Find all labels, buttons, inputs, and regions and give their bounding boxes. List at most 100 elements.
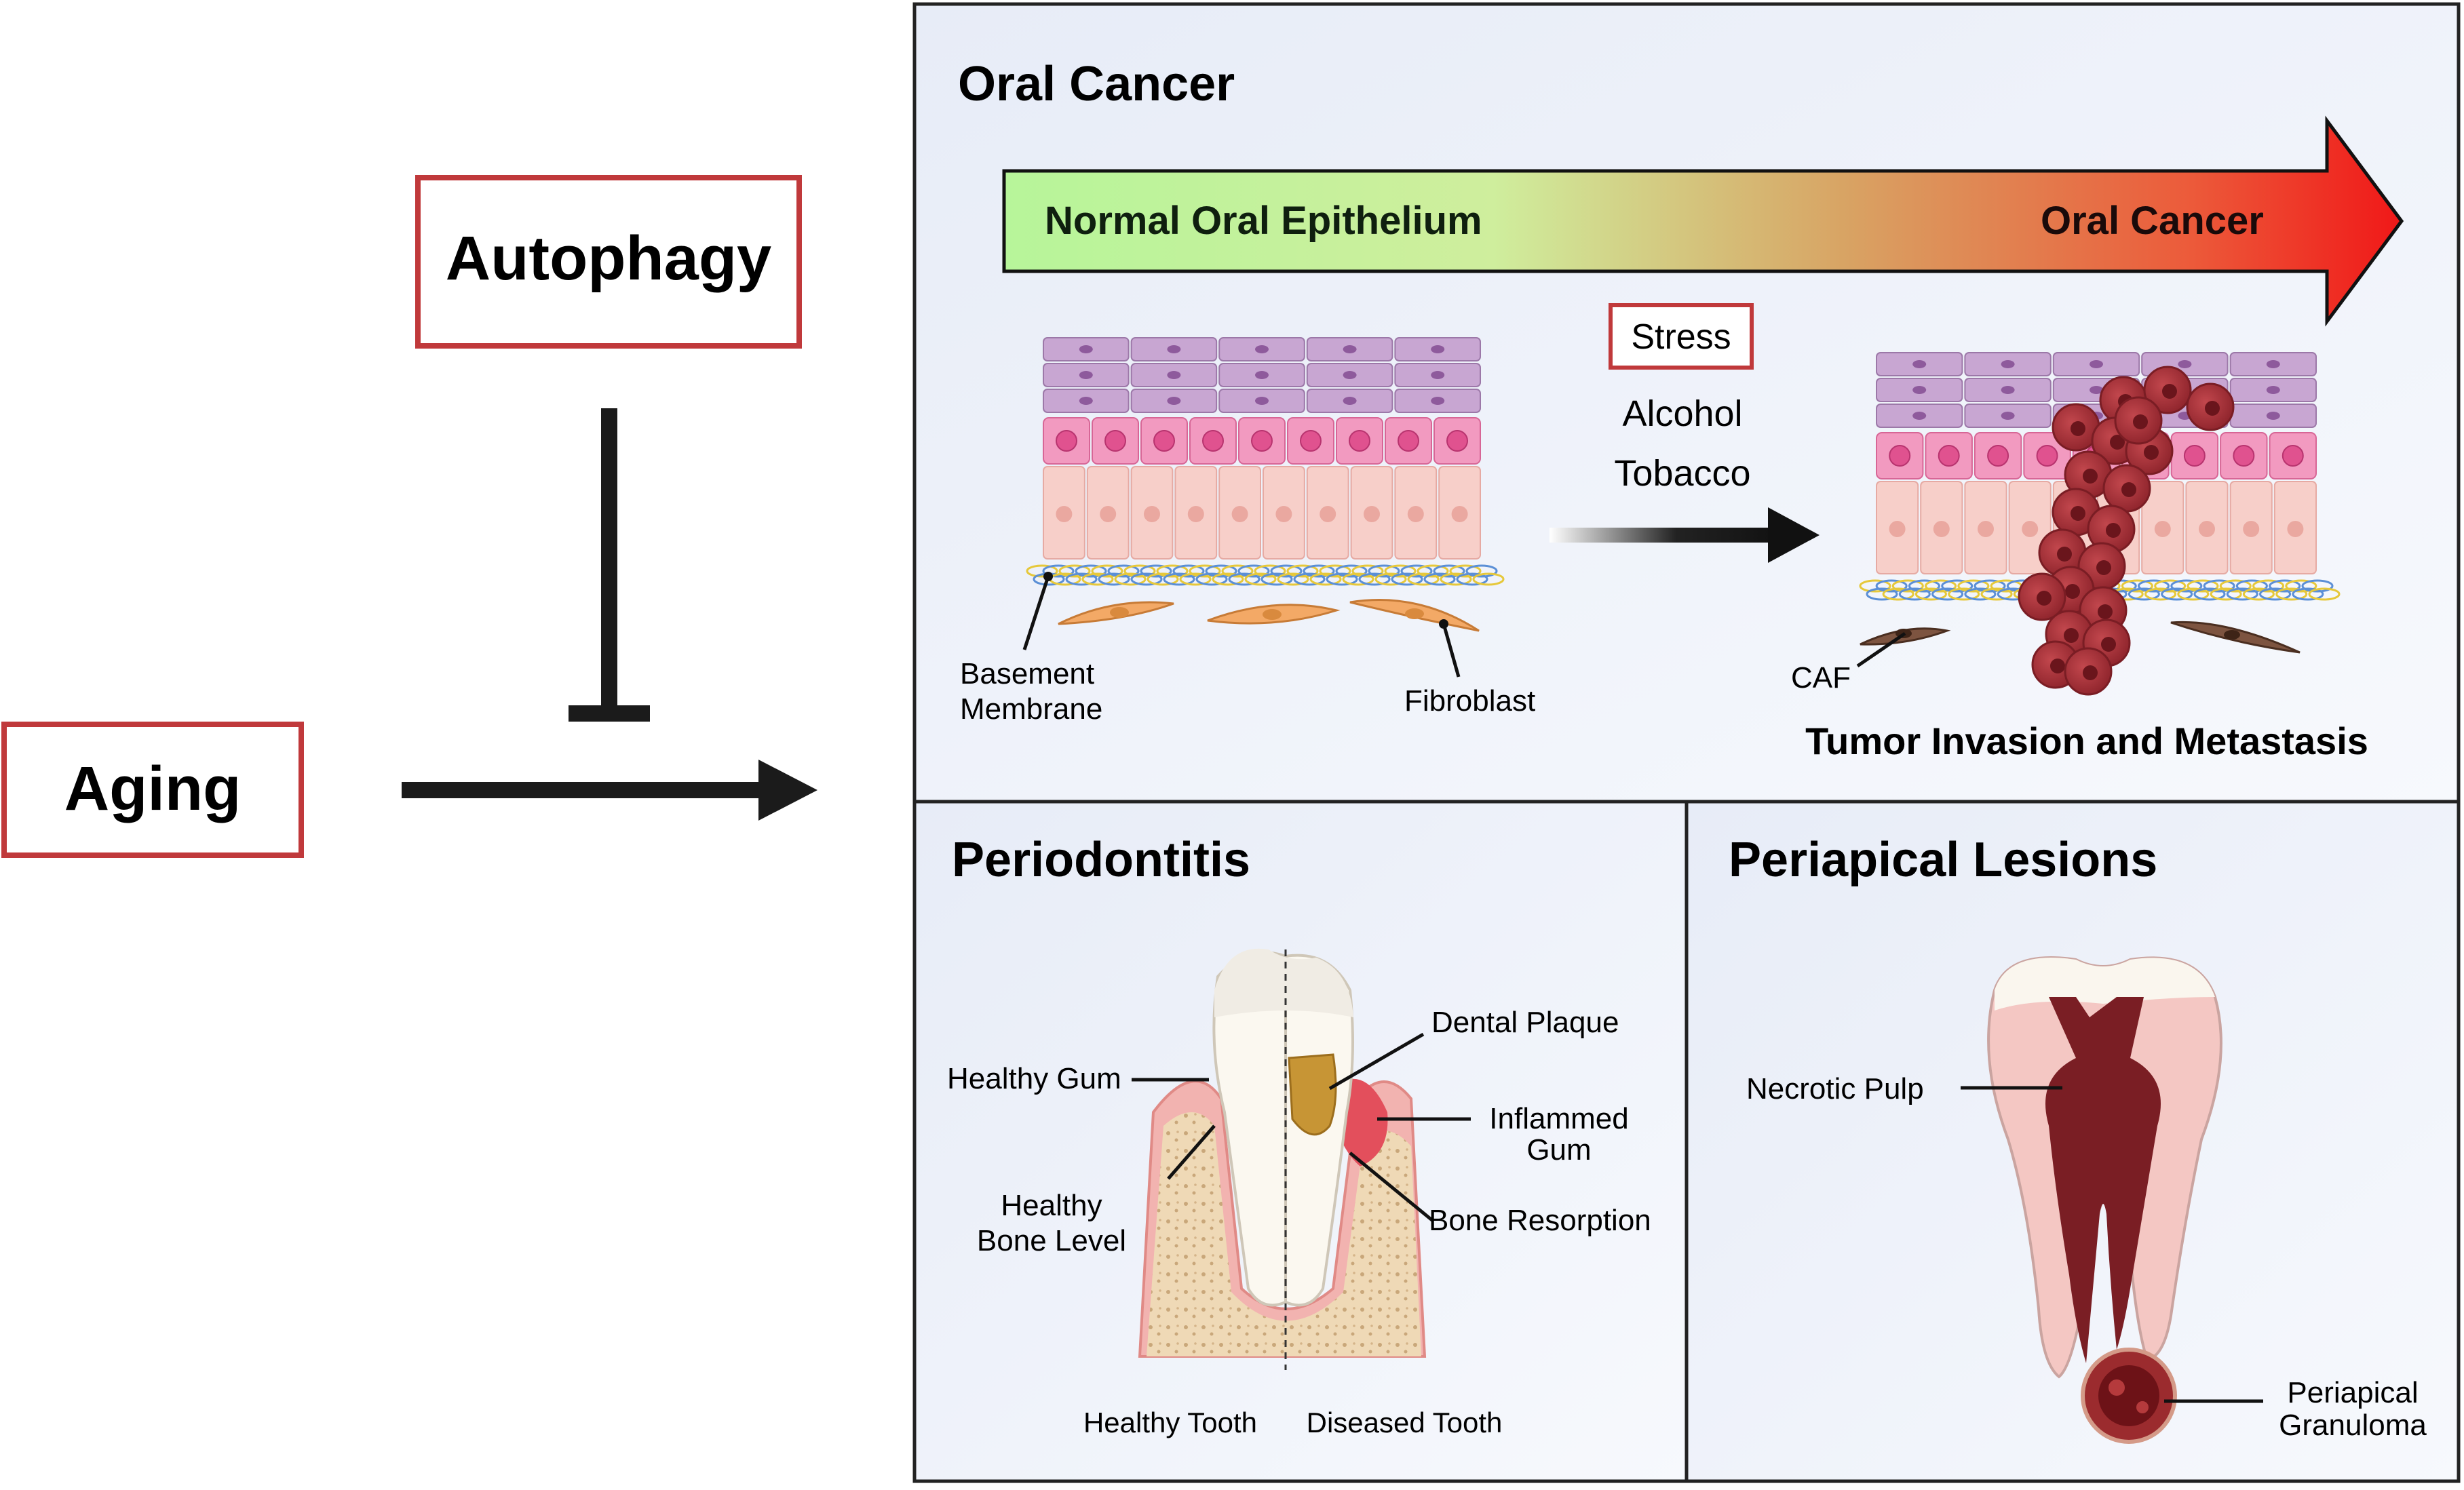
basal-cell	[1394, 466, 1438, 560]
basement-pointer	[1022, 576, 1050, 650]
stress-arrow	[1549, 507, 1820, 563]
purple-cell	[1876, 378, 1963, 402]
stress-label: Stress	[1631, 317, 1731, 357]
pink-cell	[1287, 417, 1334, 465]
aging-label: Aging	[64, 754, 242, 823]
purple-cell	[2052, 352, 2140, 376]
basal-cell	[1263, 466, 1305, 560]
purple-cell	[1394, 363, 1481, 387]
pink-cell	[2269, 432, 2317, 479]
pink-cell	[2220, 432, 2268, 479]
tumor-cells	[2018, 366, 2235, 696]
basal-cell	[1043, 466, 1085, 560]
pink-cell	[1876, 432, 1924, 479]
basal-cell	[1876, 481, 1919, 574]
alcohol-label: Alcohol	[1622, 393, 1742, 434]
healthy-bone-label-line1: Healthy	[1001, 1189, 1102, 1222]
healthy-tooth-label: Healthy Tooth	[1083, 1407, 1257, 1438]
purple-cell	[2229, 378, 2317, 402]
purple-cell	[1130, 337, 1218, 361]
healthy-bone-pointer	[1167, 1124, 1216, 1180]
inhibition-symbol	[569, 408, 650, 722]
purple-cell	[1964, 404, 2052, 428]
purple-cell	[1394, 337, 1481, 361]
basal-cell	[1218, 466, 1261, 560]
tumor-cell	[2018, 572, 2066, 621]
periapical-title: Periapical Lesions	[1729, 833, 2157, 887]
tumor-cell	[2114, 396, 2163, 445]
basal-cell	[2141, 481, 2184, 574]
diseased-tooth-label: Diseased Tooth	[1307, 1407, 1503, 1438]
dental-plaque-pointer	[1328, 1032, 1425, 1091]
necrotic-pulp-label: Necrotic Pulp	[1746, 1072, 1924, 1105]
pink-cell	[1433, 417, 1481, 465]
tumor-cell	[2087, 505, 2136, 553]
pink-cell	[2023, 432, 2071, 479]
purple-cell	[2229, 404, 2317, 428]
tumor-cell	[2031, 640, 2080, 689]
aging-box: Aging	[1, 722, 304, 858]
purple-cell	[1394, 389, 1481, 413]
oral-cancer-label: Oral Cancer	[2041, 199, 2264, 243]
tumor-invasion-label: Tumor Invasion and Metastasis	[1805, 720, 2368, 762]
caf-label: CAF	[1791, 661, 1851, 694]
normal-epithelium-label: Normal Oral Epithelium	[1045, 199, 1482, 243]
bone-resorption-label: Bone Resorption	[1429, 1204, 1651, 1237]
caf-pointer	[1856, 631, 1906, 668]
tumor-cell	[2186, 383, 2235, 431]
oral-cancer-title: Oral Cancer	[958, 57, 1235, 111]
granuloma-label-line2: Granuloma	[2279, 1409, 2427, 1442]
healthy-gum-label: Healthy Gum	[947, 1062, 1121, 1095]
progression-arrow: Normal Oral Epithelium Oral Cancer	[1002, 115, 2404, 327]
dental-plaque-label: Dental Plaque	[1431, 1006, 1619, 1039]
pink-cell	[2170, 432, 2219, 479]
purple-cell	[2229, 352, 2317, 376]
pink-cell	[1140, 417, 1188, 465]
inflamed-gum-label-line2: Gum	[1526, 1133, 1591, 1166]
periapical-tooth-illustration	[1987, 956, 2222, 1444]
tobacco-label: Tobacco	[1614, 453, 1750, 494]
pink-cell	[1974, 432, 2022, 479]
purple-cell	[1306, 363, 1393, 387]
basal-cell	[1086, 466, 1130, 560]
basal-cell	[2273, 481, 2317, 574]
purple-cell	[1218, 389, 1305, 413]
purple-cell	[1218, 363, 1305, 387]
purple-cell	[1130, 389, 1218, 413]
granuloma-label-line1: Periapical	[2287, 1376, 2418, 1409]
caf-cells	[1860, 621, 2301, 654]
purple-cell	[1218, 337, 1305, 361]
pink-cell	[1925, 432, 1973, 479]
fibroblast-label: Fibroblast	[1404, 684, 1535, 718]
basal-cell	[2185, 481, 2229, 574]
normal-epithelium-illustration	[1026, 337, 1505, 632]
pink-cell	[1092, 417, 1139, 465]
purple-cell	[1876, 404, 1963, 428]
pink-cell	[1189, 417, 1237, 465]
purple-cell	[1964, 352, 2052, 376]
tumor-cell	[2038, 528, 2087, 577]
autophagy-label: Autophagy	[446, 224, 771, 293]
basal-cell	[1306, 466, 1349, 560]
basal-cell	[2229, 481, 2273, 574]
purple-cell	[1130, 363, 1218, 387]
tumor-cell	[2064, 647, 2113, 696]
basal-cell	[1920, 481, 1963, 574]
stress-box: Stress	[1609, 303, 1754, 370]
purple-cell	[1306, 389, 1393, 413]
purple-cell	[1043, 363, 1130, 387]
basal-cell	[1350, 466, 1393, 560]
bone-resorption-pointer	[1349, 1152, 1434, 1222]
purple-cell	[1043, 389, 1130, 413]
fibroblast-pointer-dot	[1439, 619, 1448, 629]
pink-cell	[1238, 417, 1286, 465]
basal-cell	[1130, 466, 1174, 560]
granuloma	[2081, 1348, 2177, 1444]
tumor-cell	[2102, 464, 2151, 513]
autophagy-box: Autophagy	[415, 175, 802, 349]
pink-cell	[1336, 417, 1383, 465]
fibroblast-pointer	[1442, 623, 1461, 678]
purple-cell	[1964, 378, 2052, 402]
basal-cell	[1174, 466, 1218, 560]
